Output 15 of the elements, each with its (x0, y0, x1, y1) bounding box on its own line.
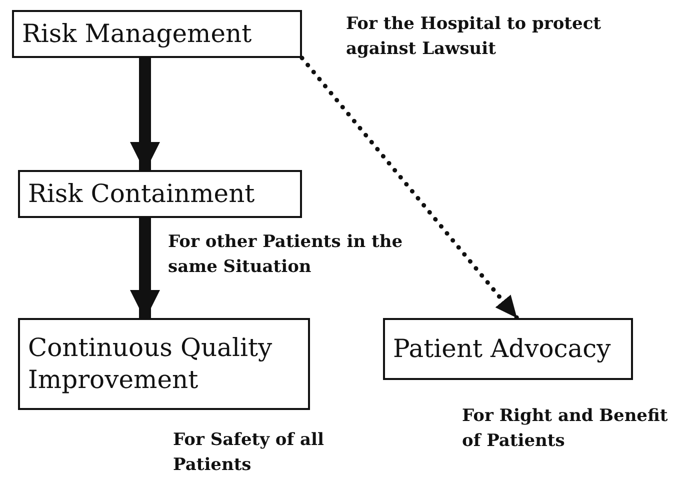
arrow (130, 218, 160, 320)
edge-label: For the Hospital to protect against Lawsuit (346, 13, 602, 61)
box-label: Risk Management (22, 18, 252, 50)
process-box (383, 318, 633, 380)
box-label: Continuous Quality Improvement (28, 332, 274, 396)
process-box (18, 318, 310, 410)
edge-label: For other Patients in the same Situation (168, 231, 404, 279)
box-label: Patient Advocacy (393, 332, 611, 365)
process-box (12, 10, 302, 58)
box-label: Risk Containment (28, 178, 255, 210)
process-box (18, 170, 302, 218)
arrow (300, 56, 520, 320)
arrow (130, 58, 160, 172)
note-text: For Right and Benefit of Patients (462, 405, 669, 453)
note-text: For Safety of all Patients (173, 429, 325, 477)
